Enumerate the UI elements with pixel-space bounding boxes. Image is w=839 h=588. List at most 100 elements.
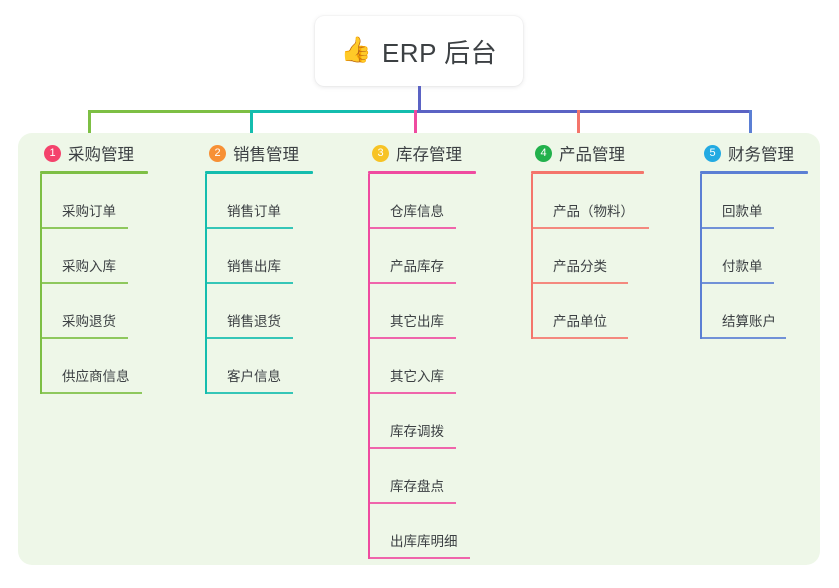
list-item-label: 结算账户 bbox=[722, 314, 776, 329]
list-item[interactable]: 采购退货 bbox=[40, 284, 190, 339]
list-item-rule bbox=[205, 282, 293, 284]
column-title: 采购管理 bbox=[68, 146, 134, 164]
list-item[interactable]: 产品分类 bbox=[531, 229, 691, 284]
bus-segment-4 bbox=[577, 110, 751, 113]
list-item[interactable]: 库存盘点 bbox=[368, 449, 518, 504]
column-number-badge: 4 bbox=[535, 144, 552, 162]
list-item-rule bbox=[531, 282, 628, 284]
list-item-rule bbox=[700, 337, 786, 339]
column-header-4[interactable]: 4 产品管理 bbox=[531, 140, 691, 166]
column-header-3[interactable]: 3 库存管理 bbox=[368, 140, 518, 166]
root-trunk-line bbox=[418, 86, 421, 111]
list-item[interactable]: 出库库明细 bbox=[368, 504, 518, 559]
column-1: 1 采购管理采购订单采购入库采购退货供应商信息 bbox=[40, 140, 190, 394]
column-3: 3 库存管理仓库信息产品库存其它出库其它入库库存调拨库存盘点出库库明细 bbox=[368, 140, 518, 559]
list-item-label: 回款单 bbox=[722, 204, 763, 219]
column-items: 仓库信息产品库存其它出库其它入库库存调拨库存盘点出库库明细 bbox=[368, 174, 518, 559]
root-node-card[interactable]: 👍 ERP 后台 bbox=[315, 16, 523, 86]
column-items: 回款单付款单结算账户 bbox=[700, 174, 839, 339]
list-item-rule bbox=[40, 282, 128, 284]
list-item-label: 付款单 bbox=[722, 259, 763, 274]
list-item-label: 仓库信息 bbox=[390, 204, 444, 219]
list-item-label: 销售订单 bbox=[227, 204, 281, 219]
list-item[interactable]: 采购订单 bbox=[40, 174, 190, 229]
column-number-badge: 1 bbox=[44, 144, 61, 162]
column-title: 销售管理 bbox=[233, 146, 299, 164]
column-items: 销售订单销售出库销售退货客户信息 bbox=[205, 174, 355, 394]
list-item-label: 销售出库 bbox=[227, 259, 281, 274]
column-title: 库存管理 bbox=[396, 146, 462, 164]
column-number-badge: 3 bbox=[372, 144, 389, 162]
list-item[interactable]: 产品单位 bbox=[531, 284, 691, 339]
bus-segment-2 bbox=[250, 110, 414, 113]
column-header-5[interactable]: 5 财务管理 bbox=[700, 140, 839, 166]
list-item-rule bbox=[368, 337, 456, 339]
column-2: 2 销售管理销售订单销售出库销售退货客户信息 bbox=[205, 140, 355, 394]
column-number-badge: 5 bbox=[704, 144, 721, 162]
list-item[interactable]: 采购入库 bbox=[40, 229, 190, 284]
column-title: 财务管理 bbox=[728, 146, 794, 164]
list-item-rule bbox=[368, 282, 456, 284]
drop-line-1 bbox=[88, 110, 91, 144]
list-item[interactable]: 结算账户 bbox=[700, 284, 839, 339]
list-item-rule bbox=[368, 392, 456, 394]
list-item-rule bbox=[531, 227, 649, 229]
drop-line-5 bbox=[749, 110, 752, 144]
column-number-badge: 2 bbox=[209, 144, 226, 162]
list-item-label: 销售退货 bbox=[227, 314, 281, 329]
column-header-rule bbox=[368, 171, 476, 174]
column-header-rule bbox=[700, 171, 808, 174]
list-item-label: 产品单位 bbox=[553, 314, 607, 329]
list-item[interactable]: 其它出库 bbox=[368, 284, 518, 339]
diagram-panel bbox=[18, 133, 820, 565]
column-stem-line bbox=[40, 174, 42, 394]
column-header-2[interactable]: 2 销售管理 bbox=[205, 140, 355, 166]
column-header-1[interactable]: 1 采购管理 bbox=[40, 140, 190, 166]
list-item-label: 采购订单 bbox=[62, 204, 116, 219]
list-item[interactable]: 销售退货 bbox=[205, 284, 355, 339]
bus-segment-1 bbox=[88, 110, 250, 113]
list-item[interactable]: 付款单 bbox=[700, 229, 839, 284]
list-item-label: 库存盘点 bbox=[390, 479, 444, 494]
list-item-rule bbox=[205, 392, 293, 394]
list-item-rule bbox=[700, 227, 774, 229]
column-stem-line bbox=[205, 174, 207, 394]
list-item-label: 其它出库 bbox=[390, 314, 444, 329]
list-item-rule bbox=[700, 282, 774, 284]
list-item[interactable]: 供应商信息 bbox=[40, 339, 190, 394]
column-header-rule bbox=[205, 171, 313, 174]
list-item-label: 产品（物料） bbox=[553, 204, 634, 219]
column-stem-line bbox=[368, 174, 370, 559]
thumbs-up-icon: 👍 bbox=[340, 35, 372, 64]
list-item-label: 其它入库 bbox=[390, 369, 444, 384]
column-5: 5 财务管理回款单付款单结算账户 bbox=[700, 140, 839, 339]
list-item-rule bbox=[368, 557, 470, 559]
drop-line-4 bbox=[577, 110, 580, 144]
list-item[interactable]: 回款单 bbox=[700, 174, 839, 229]
column-items: 产品（物料） 产品分类产品单位 bbox=[531, 174, 691, 339]
list-item[interactable]: 库存调拨 bbox=[368, 394, 518, 449]
list-item[interactable]: 销售订单 bbox=[205, 174, 355, 229]
list-item-label: 库存调拨 bbox=[390, 424, 444, 439]
list-item[interactable]: 销售出库 bbox=[205, 229, 355, 284]
column-4: 4 产品管理产品（物料） 产品分类产品单位 bbox=[531, 140, 691, 339]
list-item[interactable]: 仓库信息 bbox=[368, 174, 518, 229]
list-item-rule bbox=[368, 447, 456, 449]
column-stem-line bbox=[531, 174, 533, 339]
list-item[interactable]: 客户信息 bbox=[205, 339, 355, 394]
column-title: 产品管理 bbox=[559, 146, 625, 164]
list-item-rule bbox=[368, 227, 456, 229]
bus-segment-3 bbox=[414, 110, 577, 113]
drop-line-2 bbox=[250, 110, 253, 144]
list-item[interactable]: 产品（物料） bbox=[531, 174, 691, 229]
list-item-label: 产品分类 bbox=[553, 259, 607, 274]
list-item-rule bbox=[205, 337, 293, 339]
list-item-label: 产品库存 bbox=[390, 259, 444, 274]
column-items: 采购订单采购入库采购退货供应商信息 bbox=[40, 174, 190, 394]
list-item[interactable]: 产品库存 bbox=[368, 229, 518, 284]
list-item-label: 出库库明细 bbox=[390, 534, 458, 549]
list-item[interactable]: 其它入库 bbox=[368, 339, 518, 394]
list-item-label: 采购退货 bbox=[62, 314, 116, 329]
list-item-label: 客户信息 bbox=[227, 369, 281, 384]
list-item-rule bbox=[368, 502, 456, 504]
